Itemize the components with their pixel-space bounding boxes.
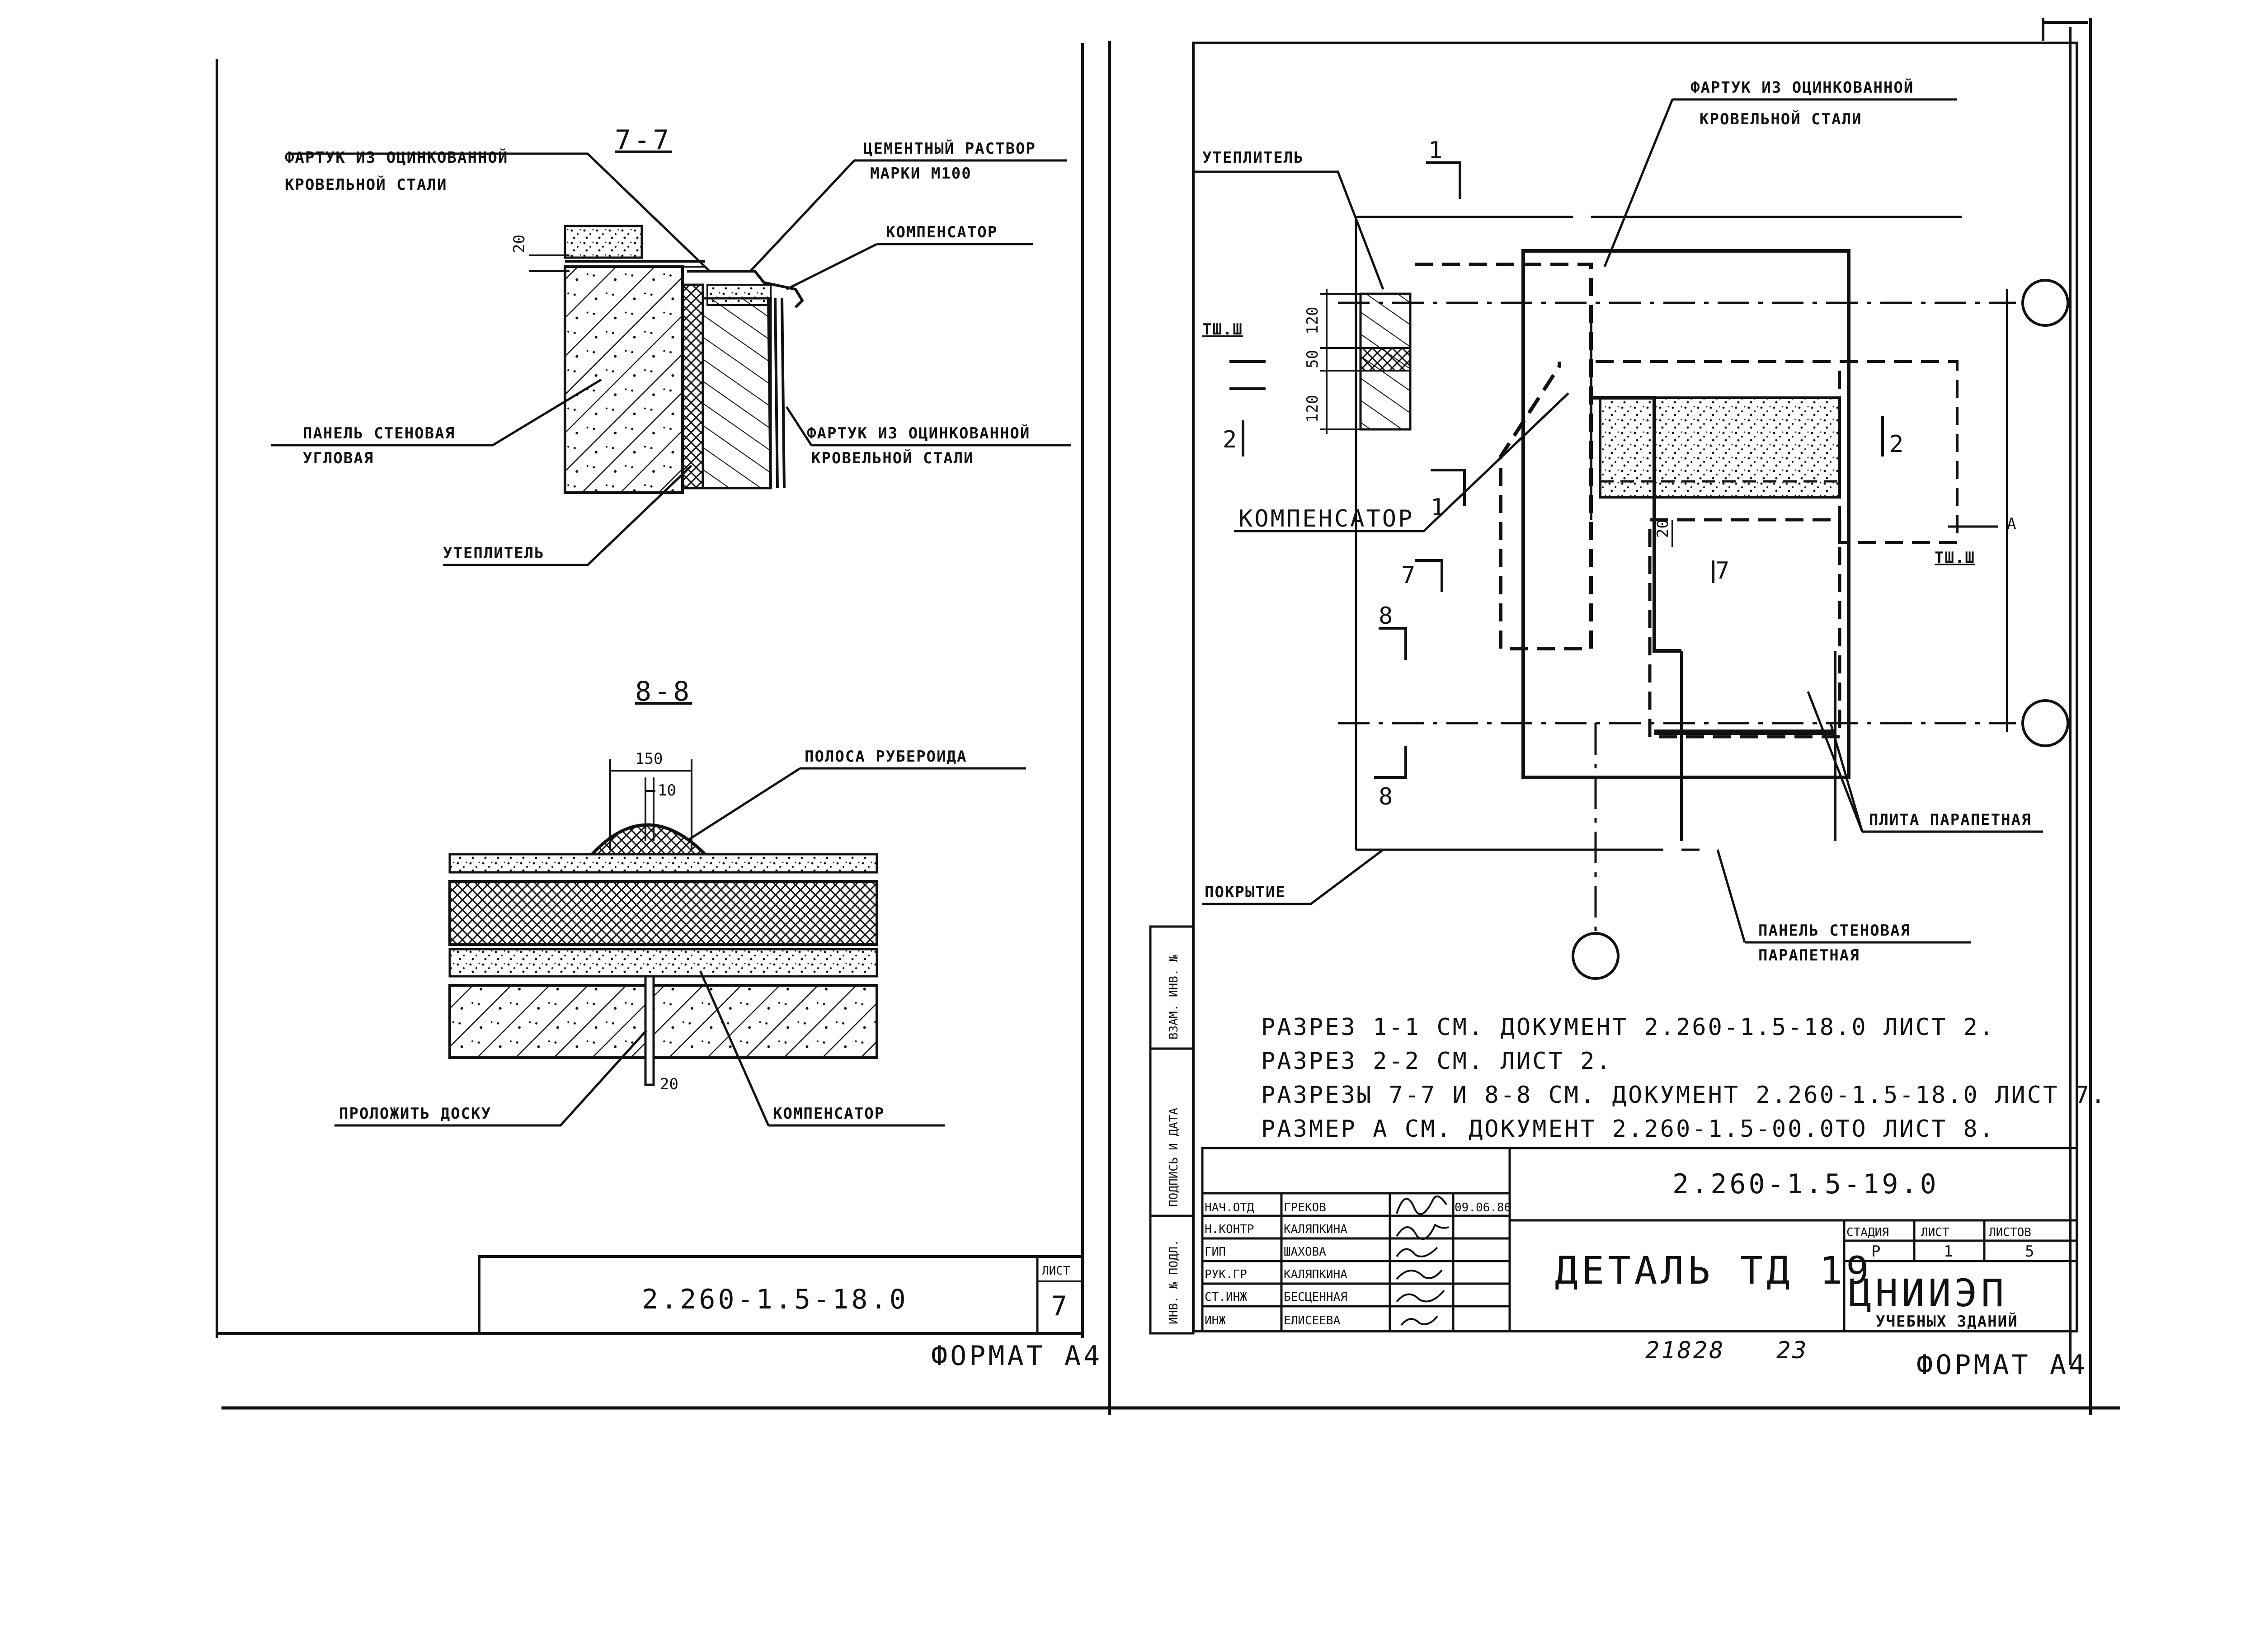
plan-label-compensator: КОМПЕНСАТОР: [1238, 505, 1414, 532]
label-compensator-8-8: КОМПЕНСАТОР: [773, 1105, 885, 1123]
note-2: РАЗРЕЗ 2-2 СМ. ЛИСТ 2.: [1261, 1048, 1612, 1075]
label-mortar-l2: МАРКИ М100: [870, 165, 972, 183]
staff-name-1: КАЛЯПКИНА: [1284, 1223, 1347, 1236]
label-apron-1-l1: ФАРТУК ИЗ ОЦИНКОВАННОЙ: [285, 148, 508, 167]
dim-10: 10: [658, 781, 676, 800]
sheet-label: ЛИСТ: [1921, 1226, 1949, 1239]
right-sheet-frame: [1192, 18, 2092, 1415]
label-apron-2-l2: КРОВЕЛЬНОЙ СТАЛИ: [811, 449, 974, 467]
plan-label-covering: ПОКРЫТИЕ: [1205, 883, 1286, 901]
plan-detail: [1193, 98, 2069, 980]
label-insulation-7-7: УТЕПЛИТЕЛЬ: [443, 544, 545, 562]
roof-slab: [448, 984, 878, 1059]
left-title-block: 2.260-1.5-18.0 ЛИСТ 7: [478, 1255, 1084, 1335]
staff-date-0: 09.06.86: [1455, 1201, 1511, 1214]
plan-dim-50: 50: [1304, 350, 1322, 368]
staff-role-4: СТ.ИНЖ: [1205, 1290, 1247, 1304]
side-stamp: [1149, 925, 1195, 1335]
cut-8-top: 8: [1379, 602, 1394, 630]
left-sheet-frame: [216, 41, 1111, 1415]
compensator-7-7: [702, 297, 772, 489]
right-title: ДЕТАЛЬ ТД 19: [1555, 1248, 1873, 1293]
label-apron-1-l2: КРОВЕЛЬНОЙ СТАЛИ: [285, 175, 447, 194]
plan-label-apron-l2: КРОВЕЛЬНОЙ СТАЛИ: [1700, 110, 1862, 128]
dim-150: 150: [635, 750, 663, 768]
section-8-8-title: 8-8: [635, 676, 692, 707]
insulation-7-7: [681, 283, 704, 489]
plan-label-insulation: УТЕПЛИТЕЛЬ: [1202, 149, 1304, 167]
label-apron-2-l1: ФАРТУК ИЗ ОЦИНКОВАННОЙ: [807, 424, 1030, 442]
right-format: ФОРМАТ А4: [1916, 1349, 2088, 1381]
label-panel-l2: УГЛОВАЯ: [303, 449, 374, 467]
section-7-7: 7-7 20 ФАРТУК ИЗ ОЦИНКОВАННОЙ КРОВЕЛЬНОЙ…: [271, 124, 1071, 566]
left-code: 2.260-1.5-18.0: [642, 1284, 909, 1315]
note-4: РАЗМЕР А СМ. ДОКУМЕНТ 2.260-1.5-00.0ТО Л…: [1261, 1115, 1995, 1143]
staff-role-5: ИНЖ: [1205, 1314, 1226, 1327]
parapet-slab-outline: [1521, 249, 1850, 779]
apron-steel-7-7: [687, 270, 804, 489]
staff-name-4: БЕСЦЕННАЯ: [1284, 1290, 1347, 1304]
cut-8-bottom: 8: [1379, 783, 1394, 810]
stamp-sign: ПОДПИСЬ И ДАТА: [1167, 1108, 1181, 1207]
note-1: РАЗРЕЗ 1-1 СМ. ДОКУМЕНТ 2.260-1.5-18.0 Л…: [1261, 1014, 1995, 1041]
cut-2-left: 2: [1223, 426, 1238, 453]
cut-7-right: 7: [1715, 557, 1731, 584]
label-board: ПРОЛОЖИТЬ ДОСКУ: [339, 1105, 491, 1123]
cut-7-left: 7: [1401, 562, 1417, 589]
plan-label-tsh-right: ТШ.Ш: [1935, 549, 1975, 567]
wall-panel-angular: [564, 265, 684, 494]
sheet-value: 1: [1944, 1243, 1953, 1261]
staff-name-3: КАЛЯПКИНА: [1284, 1268, 1347, 1281]
stamp-inv: ИНВ. № ПОДЛ.: [1167, 1239, 1181, 1324]
stamp-replace: ВЗАМ. ИНВ. №: [1167, 955, 1181, 1040]
cut-1-top: 1: [1428, 137, 1444, 164]
plan-label-apron-l1: ФАРТУК ИЗ ОЦИНКОВАННОЙ: [1690, 78, 1914, 97]
cut-1-mid: 1: [1431, 494, 1446, 521]
section-7-7-title: 7-7: [615, 124, 672, 156]
sheets-label: ЛИСТОВ: [1989, 1226, 2031, 1239]
stage-value: Р: [1871, 1243, 1880, 1261]
org-name: ЦНИИЭП: [1849, 1271, 2007, 1315]
staff-name-2: ШАХОВА: [1284, 1245, 1326, 1259]
staff-role-3: РУК.ГР: [1205, 1268, 1247, 1281]
plan-label-panel-l2: ПАРАПЕТНАЯ: [1758, 946, 1860, 965]
section-8-8: 8-8 150 10 20 ПОЛОСА РУБЕРОИДА ПРОЛ: [334, 676, 1026, 1127]
cut-2-right: 2: [1889, 431, 1905, 458]
plan-label-tsh-left: ТШ.Ш: [1202, 320, 1243, 339]
label-ruberoid: ПОЛОСА РУБЕРОИДА: [805, 748, 967, 766]
dim-20-7-7: 20: [510, 235, 528, 253]
plan-label-parapet-slab: ПЛИТА ПАРАПЕТНАЯ: [1869, 811, 2032, 829]
plan-dim-20: 20: [1654, 519, 1672, 538]
plan-dim-120a: 120: [1304, 307, 1322, 334]
ruberoid-strip: [591, 823, 706, 856]
parapet-slab-concrete: [1599, 396, 1841, 499]
sheets-value: 5: [2025, 1243, 2034, 1261]
staff-role-2: ГИП: [1205, 1245, 1226, 1259]
left-sheet-label: ЛИСТ: [1042, 1264, 1070, 1278]
label-panel-l1: ПАНЕЛЬ СТЕНОВАЯ: [303, 424, 455, 442]
bottom-number-2: 23: [1776, 1337, 1808, 1364]
plan-dim-120b: 120: [1304, 395, 1322, 423]
left-sheet-no: 7: [1051, 1290, 1070, 1322]
left-format: ФОРМАТ А4: [931, 1340, 1102, 1372]
right-code: 2.260-1.5-19.0: [1672, 1168, 1939, 1200]
bottom-number-1: 21828: [1645, 1337, 1725, 1364]
label-mortar-l1: ЦЕМЕНТНЫЙ РАСТВОР: [863, 139, 1036, 158]
staff-role-0: НАЧ.ОТД: [1205, 1201, 1254, 1214]
plan-dim-a: А: [2007, 515, 2016, 533]
staff-name-5: ЕЛИСЕЕВА: [1284, 1314, 1341, 1327]
dim-20-8-8: 20: [660, 1075, 678, 1093]
note-3: РАЗРЕЗЫ 7-7 И 8-8 СМ. ДОКУМЕНТ 2.260-1.5…: [1261, 1082, 2107, 1109]
cap-block: [564, 225, 643, 259]
label-compensator-7-7: КОМПЕНСАТОР: [886, 223, 998, 241]
right-title-block: [1201, 1147, 2078, 1332]
staff-role-1: Н.КОНТР: [1205, 1223, 1254, 1236]
org-sub: УЧЕБНЫХ ЗДАНИЙ: [1876, 1312, 2018, 1331]
roof-layer-insulation: [448, 880, 878, 946]
plan-label-panel-l1: ПАНЕЛЬ СТЕНОВАЯ: [1758, 922, 1911, 940]
signatures: [1396, 1195, 1449, 1326]
stage-label: СТАДИЯ: [1846, 1226, 1889, 1239]
staff-name-0: ГРЕКОВ: [1284, 1201, 1326, 1214]
